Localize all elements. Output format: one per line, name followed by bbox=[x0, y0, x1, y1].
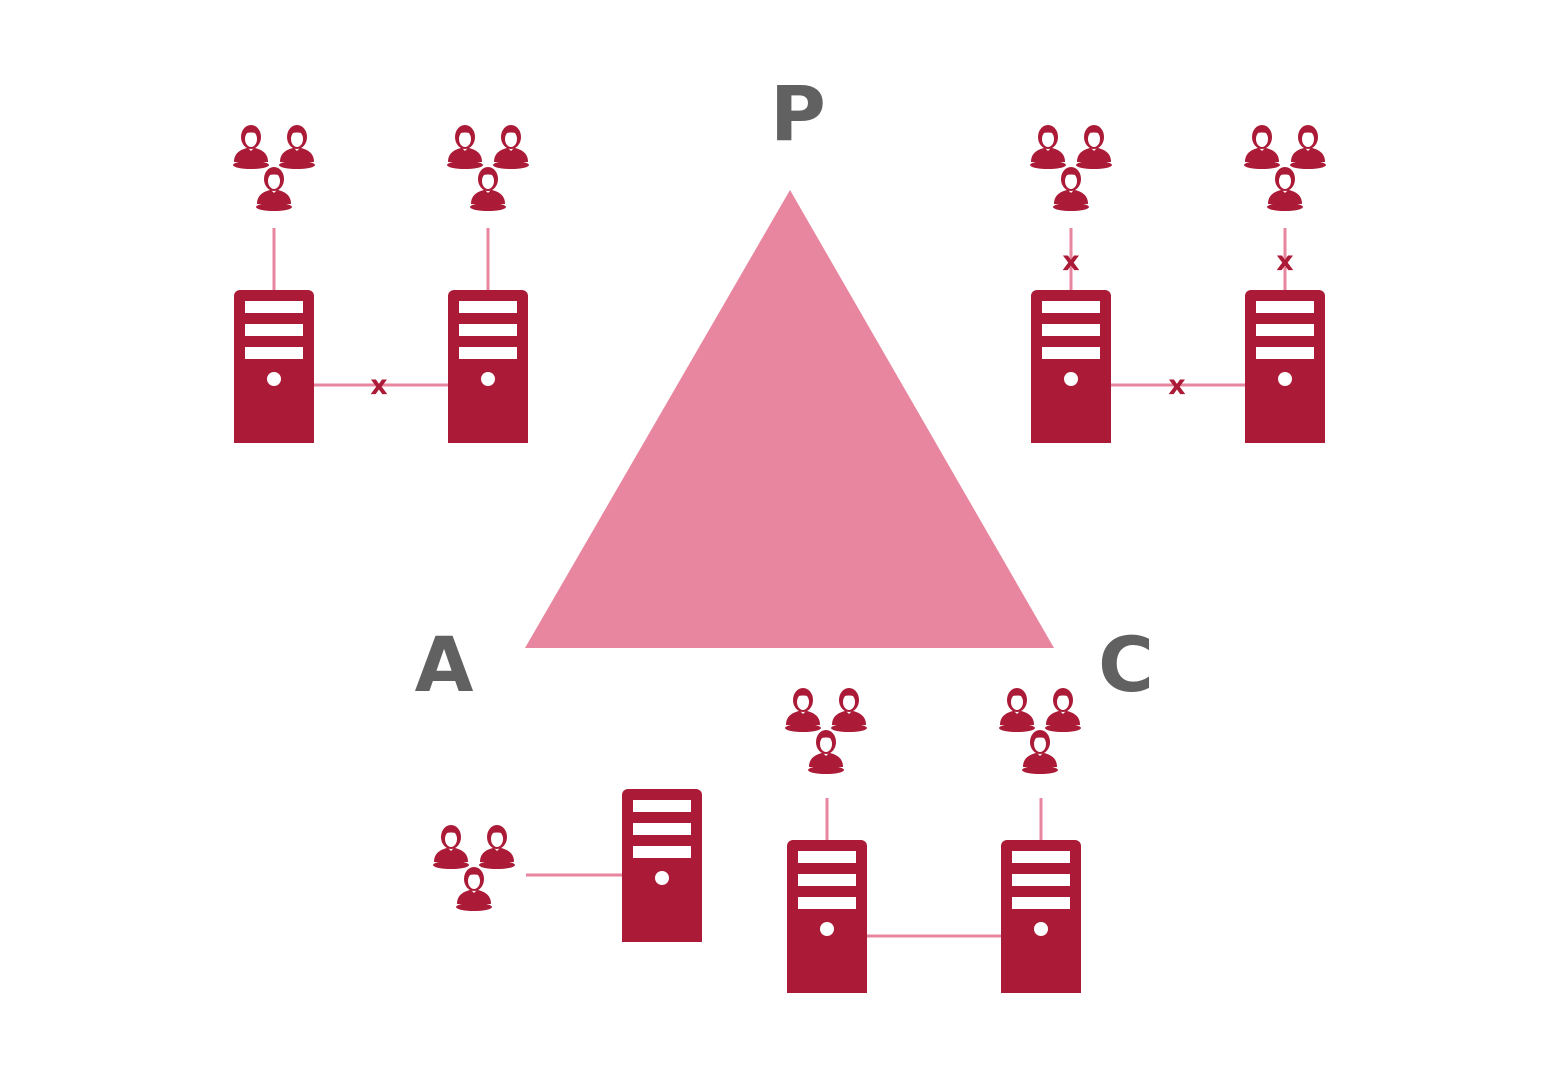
label-a: A bbox=[415, 620, 474, 709]
server-tower-icon bbox=[448, 290, 528, 443]
server-tower-icon bbox=[234, 290, 314, 443]
cluster-top-right: x x x bbox=[1030, 125, 1326, 443]
user-group-icon bbox=[999, 688, 1081, 774]
cluster-bottom-right bbox=[785, 688, 1081, 993]
user-group-icon bbox=[447, 125, 529, 211]
cluster-bottom-left bbox=[433, 789, 702, 942]
server-tower-icon bbox=[1031, 290, 1111, 443]
server-tower-icon bbox=[1001, 840, 1081, 993]
label-p: P bbox=[770, 69, 826, 158]
server-tower-icon bbox=[1245, 290, 1325, 443]
cluster-top-left: x bbox=[233, 125, 529, 443]
partition-mark: x bbox=[370, 370, 387, 401]
partition-mark: x bbox=[1276, 246, 1293, 277]
label-c: C bbox=[1098, 620, 1154, 709]
user-group-icon bbox=[233, 125, 315, 211]
pac-triangle bbox=[525, 190, 1054, 648]
user-group-icon bbox=[433, 825, 515, 911]
user-group-icon bbox=[1030, 125, 1112, 211]
user-group-icon bbox=[1244, 125, 1326, 211]
server-tower-icon bbox=[787, 840, 867, 993]
partition-mark: x bbox=[1168, 370, 1185, 401]
partition-mark: x bbox=[1062, 246, 1079, 277]
server-tower-icon bbox=[622, 789, 702, 942]
user-group-icon bbox=[785, 688, 867, 774]
